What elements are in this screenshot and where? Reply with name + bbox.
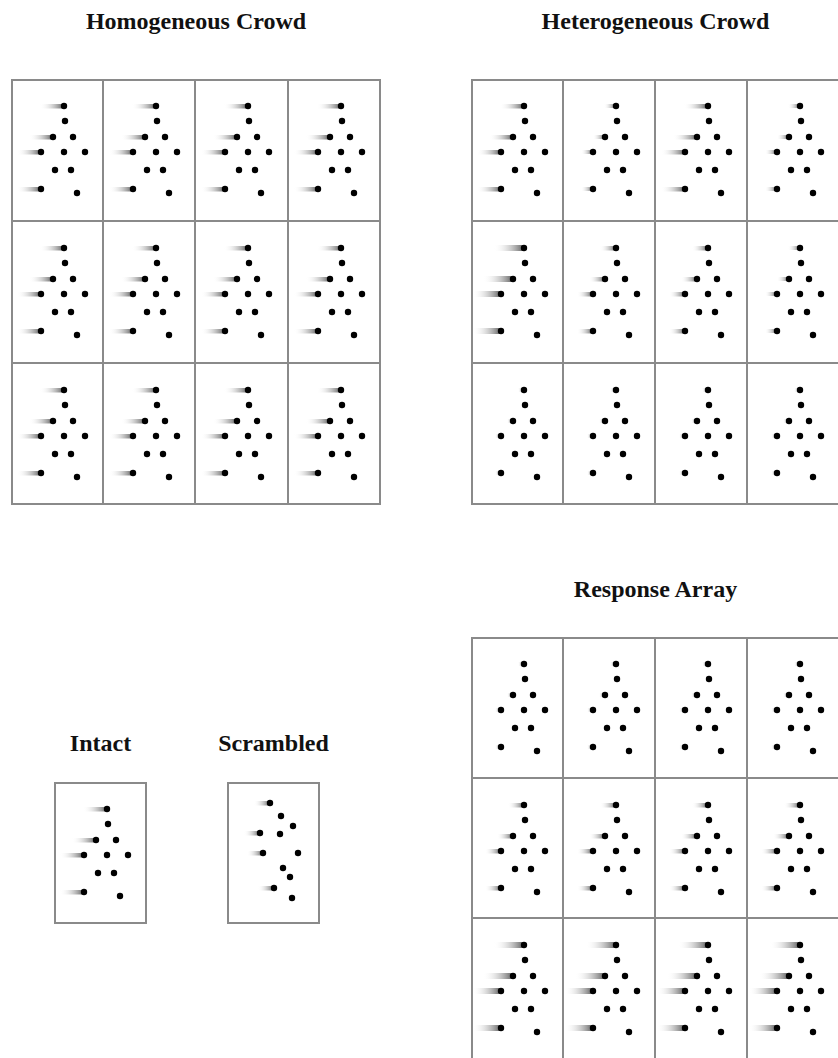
example-box: Intact <box>54 782 147 924</box>
panel-heading: Heterogeneous Crowd <box>542 8 770 36</box>
stimulus-grid: Homogeneous Crowd <box>11 79 381 505</box>
panel-heading: Scrambled <box>218 730 329 758</box>
stimulus-grid: Heterogeneous Crowd <box>471 79 838 505</box>
response-grid: Response Array <box>471 637 838 1058</box>
panel-heading: Intact <box>70 730 131 758</box>
panel-heading: Response Array <box>574 576 737 604</box>
panel-heading: Homogeneous Crowd <box>86 8 306 36</box>
example-box: Scrambled <box>227 782 320 924</box>
